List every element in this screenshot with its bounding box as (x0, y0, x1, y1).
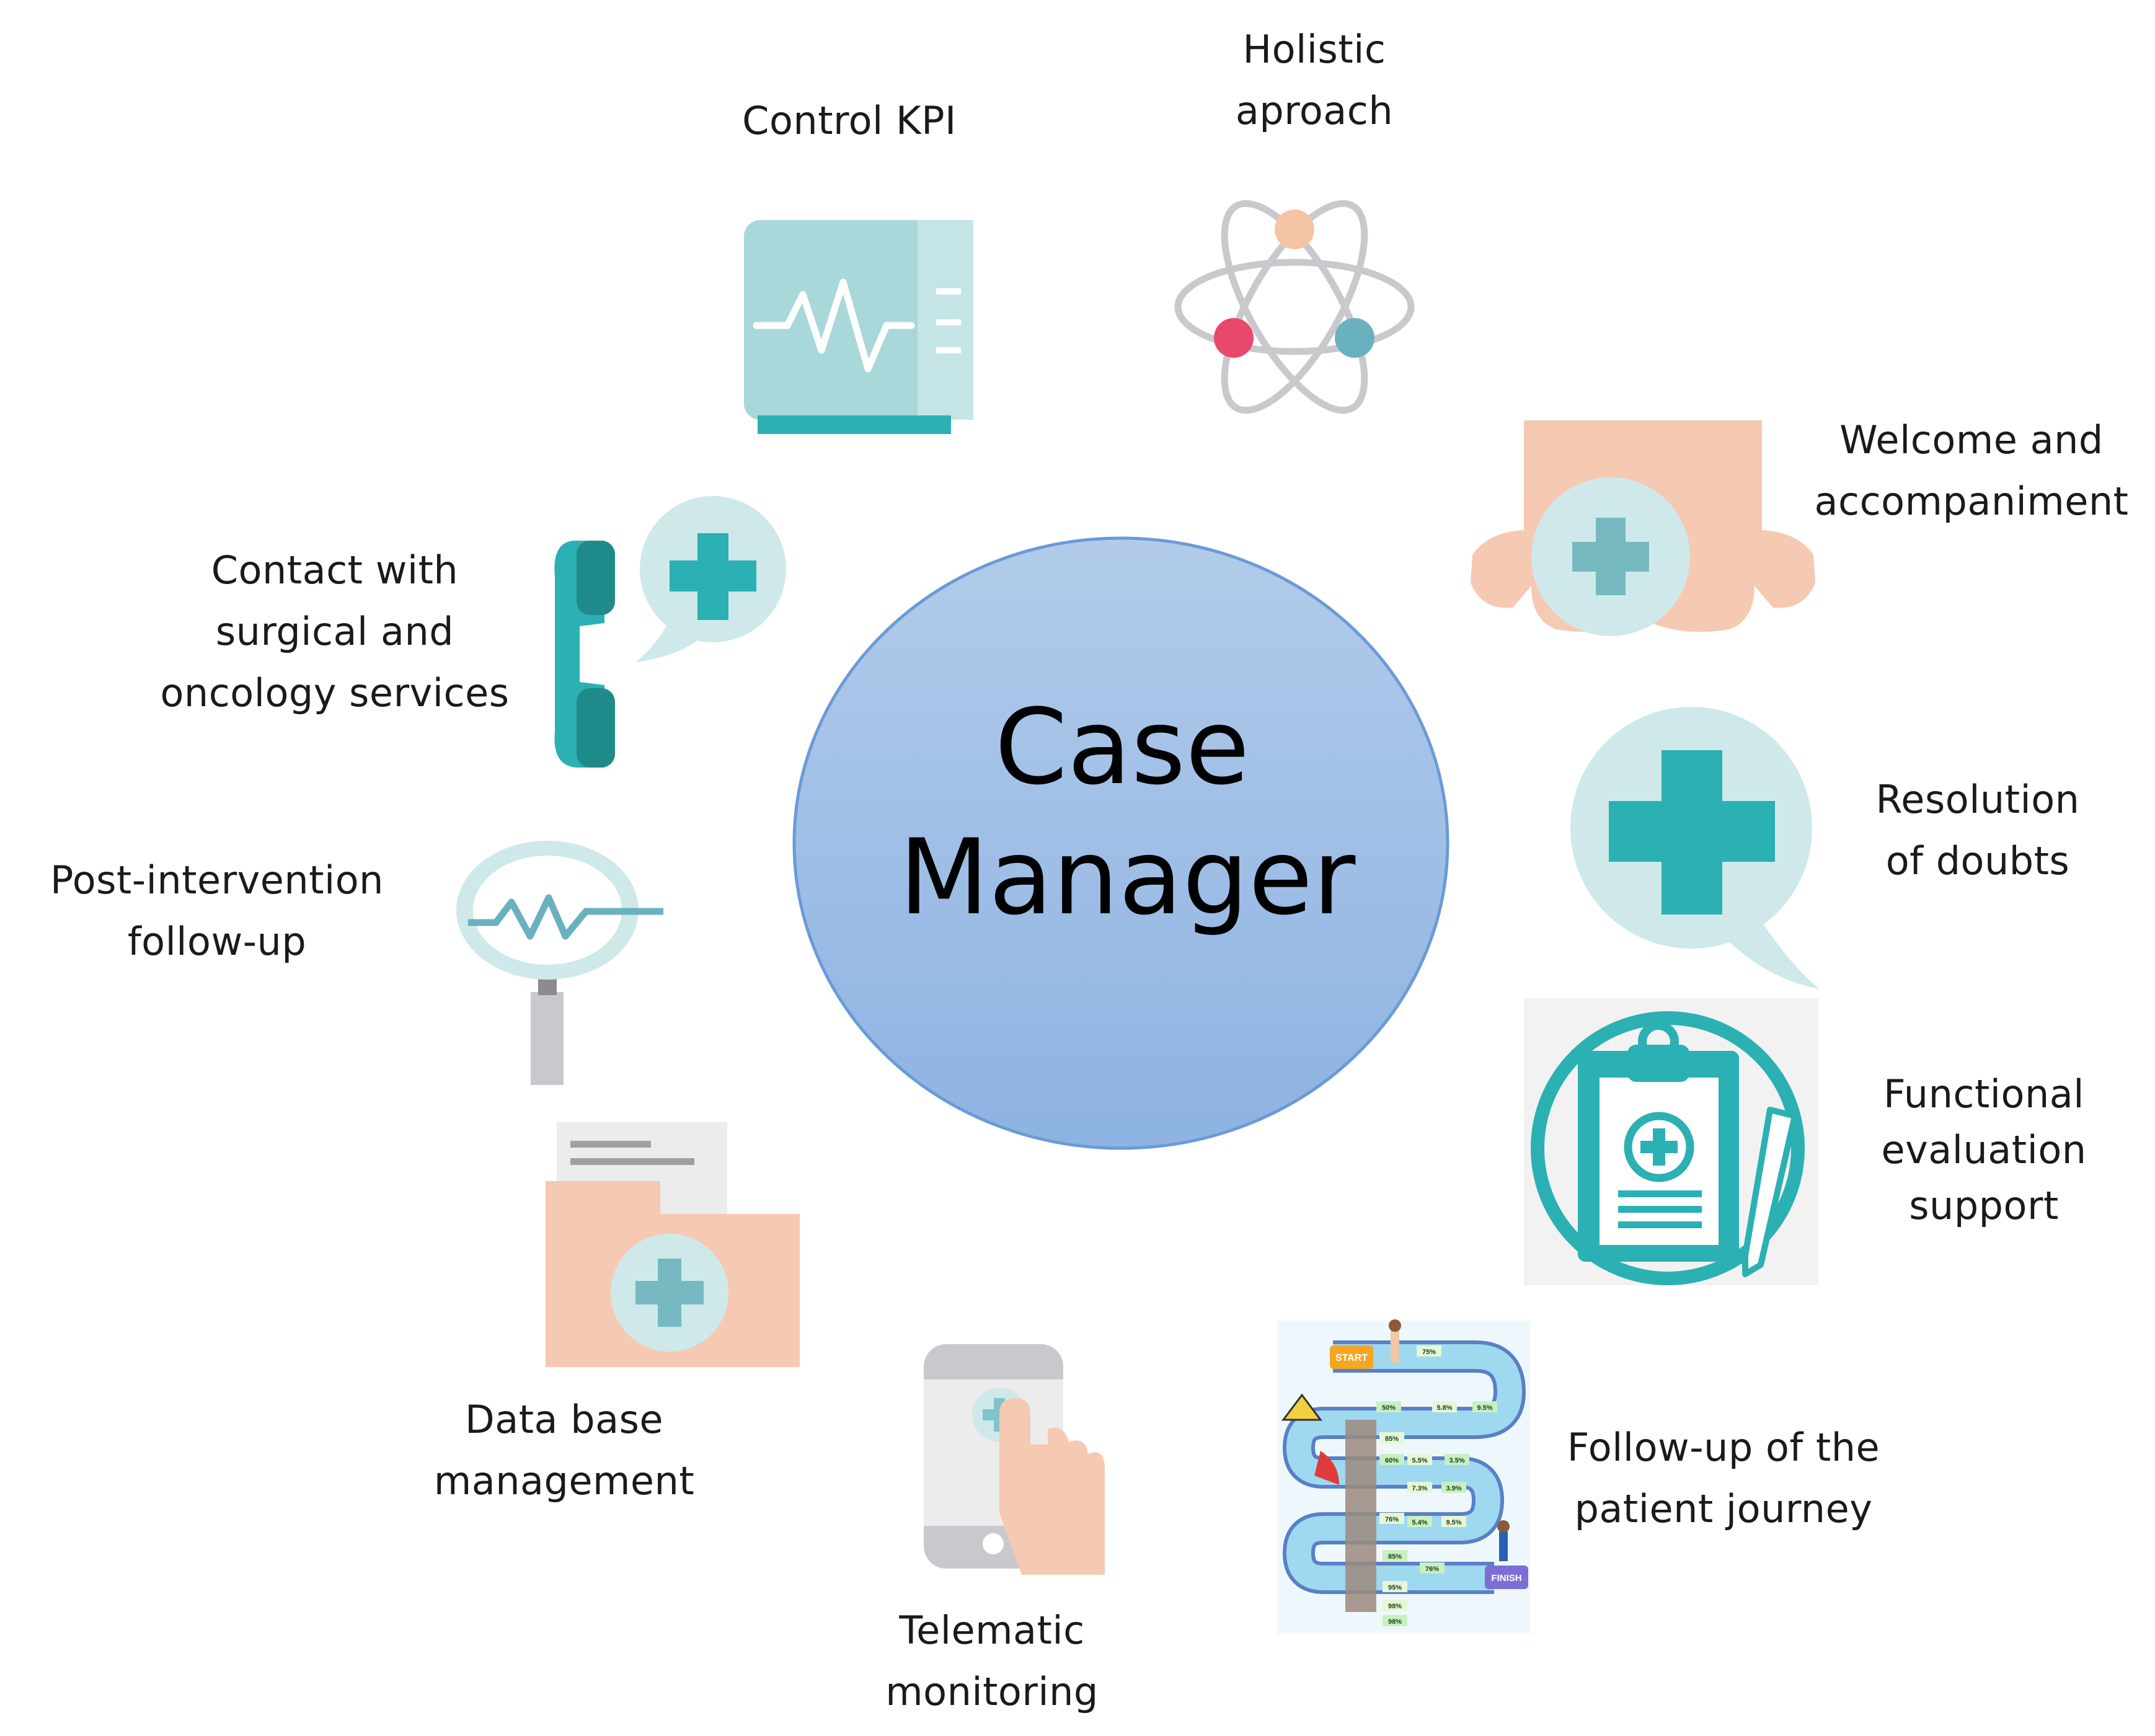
journey-stat-value: 98% (1388, 1618, 1402, 1626)
journey-stat-box (1376, 1401, 1401, 1412)
center-title: Case Manager (899, 686, 1356, 938)
atom-electron-teal (1335, 318, 1374, 358)
atom-icon (1174, 200, 1415, 414)
magnifier-pulse-icon (456, 841, 663, 1085)
journey-stat-box (1432, 1401, 1457, 1412)
journey-stat-value: 5.4% (1412, 1519, 1427, 1526)
journey-stat-box (1441, 1516, 1466, 1527)
journey-stat-value: 98% (1388, 1603, 1402, 1610)
atom-electron-red (1214, 318, 1254, 358)
journey-stat-box (1383, 1550, 1407, 1561)
journey-stat-box (1379, 1454, 1404, 1465)
journey-stat-value: 3.9% (1446, 1485, 1461, 1492)
label-telematic-monitoring: Telematic monitoring (885, 1608, 1099, 1715)
smartphone-touch-icon (924, 1344, 1105, 1575)
journey-stats: 75% 50% 5.8% 9.5% 85% 60% 5.5% 3.5% 7.3% 3.9% 76% 5… (1376, 1345, 1497, 1626)
journey-stat-value: 60% (1385, 1457, 1399, 1464)
journey-stat-value: 76% (1385, 1516, 1399, 1523)
journey-stat-box (1417, 1345, 1441, 1357)
caring-hands-icon (1471, 420, 1815, 636)
journey-stat-box (1379, 1513, 1404, 1524)
label-functional-evaluation: Functional evaluation support (1881, 1071, 2087, 1228)
journey-stat-value: 50% (1382, 1404, 1396, 1412)
journey-finish-label: FINISH (1491, 1573, 1521, 1583)
journey-stat-value: 95% (1388, 1584, 1402, 1592)
journey-stat-value: 75% (1422, 1348, 1436, 1356)
vital-signs-monitor-icon (744, 220, 973, 434)
center-circle (792, 536, 1449, 1150)
journey-stat-value: 76% (1425, 1566, 1439, 1573)
medical-folder-icon (546, 1122, 800, 1367)
patient-journey-infographic-icon: START FINISH 75% 50% 5.8% 9.5% 85% 60% 5.5% 3.5… (1277, 1319, 1530, 1634)
journey-stat-value: 3.5% (1449, 1457, 1464, 1464)
journey-stat-value: 5.8% (1436, 1404, 1452, 1412)
label-holistic-approach: Holistic aproach (1235, 27, 1394, 134)
label-welcome-accompaniment: Welcome and accompaniment (1814, 417, 2129, 525)
journey-stat-box (1379, 1432, 1404, 1443)
journey-stat-box (1407, 1516, 1432, 1527)
journey-stat-box (1383, 1615, 1407, 1626)
journey-stat-value: 9.5% (1477, 1404, 1492, 1412)
medical-clipboard-icon (1524, 998, 1818, 1285)
medical-speech-bubble-icon (1570, 707, 1820, 989)
label-post-intervention: Post-intervention follow-up (50, 857, 384, 965)
journey-stat-box (1445, 1454, 1469, 1465)
journey-stat-box (1407, 1454, 1432, 1465)
journey-stat-box (1420, 1562, 1445, 1574)
phone-medical-bubble-icon (554, 496, 786, 768)
journey-start-label: START (1335, 1353, 1368, 1363)
journey-stat-box (1441, 1482, 1466, 1493)
journey-stat-box (1472, 1401, 1497, 1412)
journey-stat-value: 85% (1385, 1435, 1399, 1443)
journey-stat-value: 9.5% (1446, 1519, 1461, 1526)
label-contact-services: Contact with surgical and oncology servi… (160, 547, 510, 716)
label-database-management: Data base management (433, 1397, 695, 1504)
journey-stat-value: 5.5% (1412, 1457, 1427, 1464)
journey-stat-box (1407, 1482, 1432, 1493)
journey-stat-box (1383, 1581, 1407, 1592)
label-control-kpi: Control KPI (742, 98, 957, 143)
label-patient-journey: Follow-up of the patient journey (1567, 1425, 1880, 1532)
label-resolution-of-doubts: Resolution of doubts (1875, 777, 2080, 884)
journey-stat-box (1383, 1600, 1407, 1611)
atom-electron-peach (1275, 210, 1314, 249)
journey-stat-value: 7.3% (1412, 1485, 1427, 1492)
journey-stat-value: 85% (1388, 1553, 1402, 1561)
